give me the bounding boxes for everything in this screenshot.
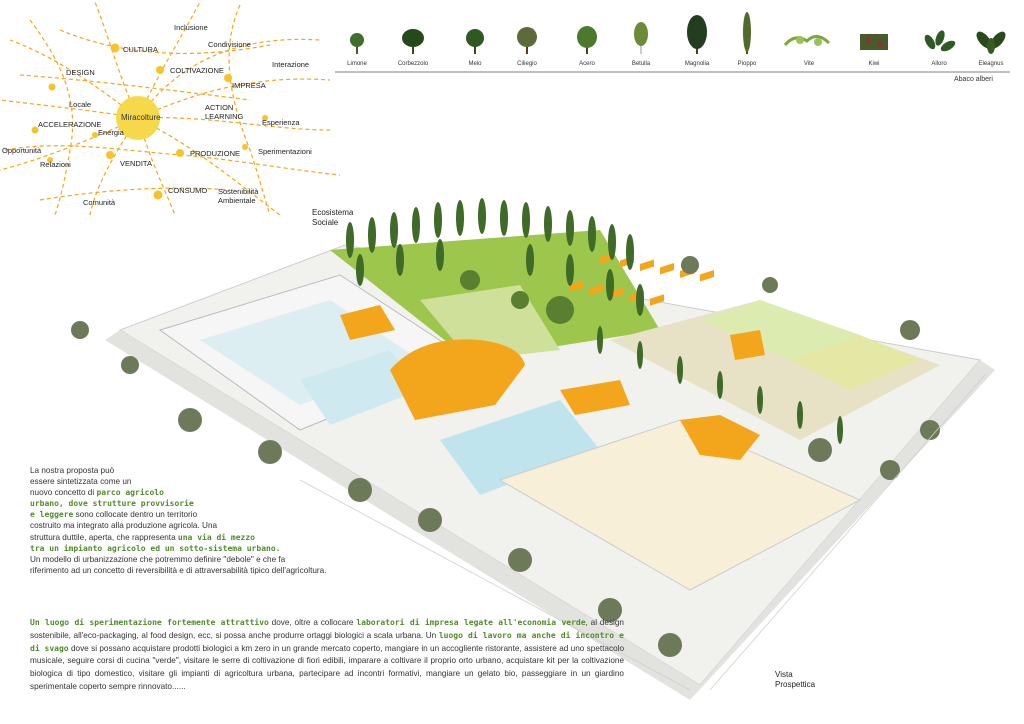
highlight-text: urbano, dove strutture provvisorie [30,499,194,509]
concept-node: ACCELERAZIONE [38,120,102,129]
highlight-text: parco agricolo [96,488,164,498]
tree-icons [335,12,1010,73]
concept-node: Locale [69,100,92,109]
highlight-text: laboratori di impresa legate all'economi… [356,618,586,627]
tree-ciliegio-icon [517,27,537,54]
tree-acero-icon [577,26,597,54]
tree-label: Corbezzolo [397,61,429,67]
tree-label: Magnolia [684,61,710,67]
tree-label: Acero [579,61,595,67]
concept-node: Interazione [272,60,310,69]
tree-label: Ciliegio [517,61,537,67]
text-line: riferimento ad un concetto di reversibil… [30,565,327,575]
concept-map: Miracolture Inclusione CULTURA Condivisi… [0,0,340,215]
text-block-intro: La nostra proposta può essere sintetizza… [30,465,360,576]
tree-label: Melo [468,61,482,67]
tree-melo-icon [466,29,484,54]
concept-node: Sperimentazioni [258,147,312,156]
tree-abacus: Limone Corbezzolo Melo Ciliegio Acero Be… [330,0,1024,90]
concept-center: Miracolture [121,113,161,122]
concept-map-lines [0,1,340,215]
concept-node: Opportunità [2,146,42,155]
alloro-icon [924,30,956,52]
concept-node: Condivisione [208,40,251,49]
tree-limone-icon [350,33,364,54]
text-line: nuovo concetto di parco agricolo [30,487,360,498]
tree-label: Eleagnus [978,61,1004,67]
concept-node: Energia [98,128,124,137]
concept-node: Inclusione [174,23,208,32]
vite-icon [783,35,831,47]
tree-pioppo-icon [743,12,751,54]
concept-node: IMPRESA [232,81,266,90]
tree-label: Vite [803,61,815,67]
eleagnus-icon [976,31,1006,54]
text-run: sono collocate dentro un territorio [73,510,198,520]
concept-node: VENDITA [120,159,152,168]
text-run: dove, oltre a collocare [268,618,357,627]
ecosistema-line2: Sociale [312,218,339,227]
kiwi-icon [860,34,888,50]
tree-label: Kiwi [868,61,880,67]
text-run: nuovo concetto di [30,488,97,498]
text-line: e leggere sono collocate dentro un terri… [30,509,360,520]
text-line: struttura duttile, aperta, che rappresen… [30,532,360,543]
text-run: , al design sostenibile, all'eco-packagi… [30,618,624,640]
highlight-text: e leggere [30,510,74,520]
text-line: La nostra proposta può [30,466,115,475]
concept-node: DESIGN [66,68,95,77]
axonometric-plan: Ecosistema Sociale Vista Prospettica [0,190,1024,724]
tree-label: Limone [347,61,367,67]
vista-label: Vista Prospettica [775,670,815,690]
concept-node: ACTION LEARNING [205,103,244,121]
concept-node: CONSUMO [168,186,208,195]
abacus-title: Abaco alberi [954,76,993,83]
vista-line1: Vista [775,670,793,679]
concept-node: Relazioni [40,160,71,169]
concept-node: Esperienza [262,118,300,127]
tree-betulla-icon [634,22,648,54]
concept-node: CULTURA [123,45,158,54]
ecosistema-line1: Ecosistema [312,208,354,217]
highlight-text: Un luogo di sperimentazione fortemente a… [30,618,269,627]
concept-node: Sostenibilità Ambientale [218,187,259,205]
text-line: costruito ma integrato alla produzione a… [30,521,218,531]
text-line: Un modello di urbanizzazione che potremm… [30,554,286,564]
tree-corbezzolo-icon [402,29,424,54]
concept-node: Comunità [83,198,116,207]
tree-label: Betulla [631,61,651,67]
tree-magnolia-icon [687,15,707,54]
tree-label: Pioppo [737,61,757,67]
highlight-text: tra un impianto agricolo ed un sotto-sis… [30,543,281,553]
highlight-text: una via di mezzo [177,532,255,542]
ecosistema-label: Ecosistema Sociale [312,208,353,228]
plan-drawing [71,198,995,700]
text-run: struttura duttile, aperta, che rappresen… [30,532,178,542]
text-run: dove si possano acquistare prodotti biol… [30,643,624,691]
highlight-text: luogo di lavoro ma anche di incontro e d… [30,630,625,653]
text-line: essere sintetizzata come un [30,477,132,487]
vista-line2: Prospettica [775,680,816,689]
concept-node: COLTIVAZIONE [170,66,224,75]
tree-label: Alloro [931,61,947,67]
text-block-description: Un luogo di sperimentazione fortemente a… [30,617,624,694]
concept-node: PRODUZIONE [190,149,241,158]
